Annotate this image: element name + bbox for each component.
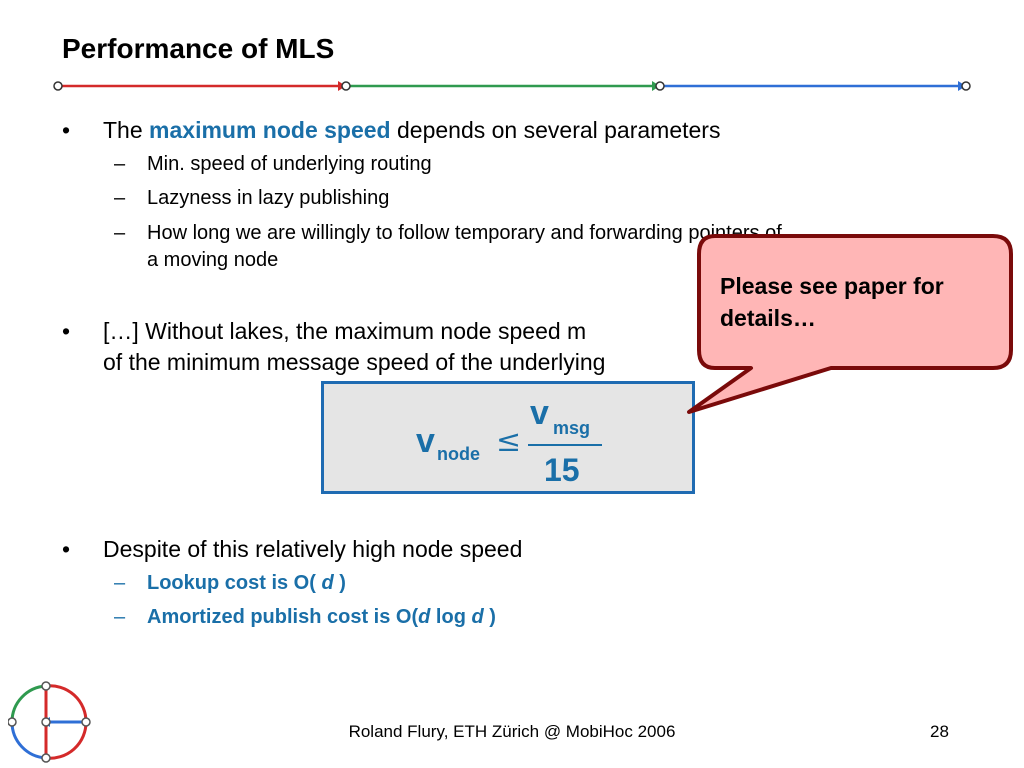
lookup-cost-close: ) [333, 572, 346, 594]
bullet-2-line-2: of the minimum message speed of the unde… [103, 349, 606, 375]
bullet-3-sub-2: Amortized publish cost is O(d log d ) [147, 606, 496, 629]
bullet-2-line-1: […] Without lakes, the maximum node spee… [103, 318, 587, 344]
callout-bubble [687, 234, 1013, 414]
publish-cost-close: ) [483, 606, 496, 628]
logo-icon [8, 681, 91, 763]
dash-marker: – [114, 222, 126, 244]
bullet-1-prefix: The [103, 117, 150, 143]
bullet-marker: • [62, 536, 71, 562]
variable-d: d [321, 572, 334, 594]
log-text: log [430, 606, 472, 628]
bullet-1: The maximum node speed depends on severa… [103, 117, 720, 144]
bullet-marker: • [62, 318, 71, 344]
variable-d: d [471, 606, 484, 628]
dash-marker: – [114, 187, 126, 209]
slide-title: Performance of MLS [62, 33, 335, 64]
formula-fraction-bar [528, 444, 602, 446]
formula-relation: ≤ [496, 424, 522, 459]
bullet-1-sub-3-line-1: How long we are willingly to follow temp… [147, 222, 782, 244]
dash-marker: – [114, 606, 126, 628]
variable-d: d [418, 606, 431, 628]
callout-text: Please see paper for details… [720, 273, 944, 331]
formula-v-node: v [416, 422, 435, 460]
bullet-3-sub-1: Lookup cost is O( d ) [147, 572, 346, 595]
formula-v-msg: v [530, 394, 549, 432]
bullet-1-suffix: depends on several parameters [390, 117, 721, 143]
formula-node-subscript: node [437, 444, 480, 464]
publish-cost-text: Amortized publish cost is O( [147, 606, 419, 628]
lookup-cost-text: Lookup cost is O( [147, 572, 322, 594]
bullet-1-highlight: maximum node speed [149, 117, 391, 143]
formula-denominator: 15 [544, 452, 580, 488]
dash-marker: – [114, 572, 126, 594]
bullet-1-sub-2: Lazyness in lazy publishing [147, 187, 390, 209]
bullet-1-sub-1: Min. speed of underlying routing [147, 153, 432, 175]
header-arrow-line [53, 81, 971, 91]
dash-marker: – [114, 153, 126, 175]
bullet-1-sub-3-line-2: a moving node [147, 249, 279, 271]
page-number: 28 [930, 722, 949, 741]
footer-text: Roland Flury, ETH Zürich @ MobiHoc 2006 [348, 722, 676, 741]
formula-box: v node ≤ v msg 15 [321, 381, 695, 494]
formula-msg-subscript: msg [553, 418, 591, 438]
bullet-3: Despite of this relatively high node spe… [103, 536, 523, 562]
bullet-marker: • [62, 117, 71, 143]
